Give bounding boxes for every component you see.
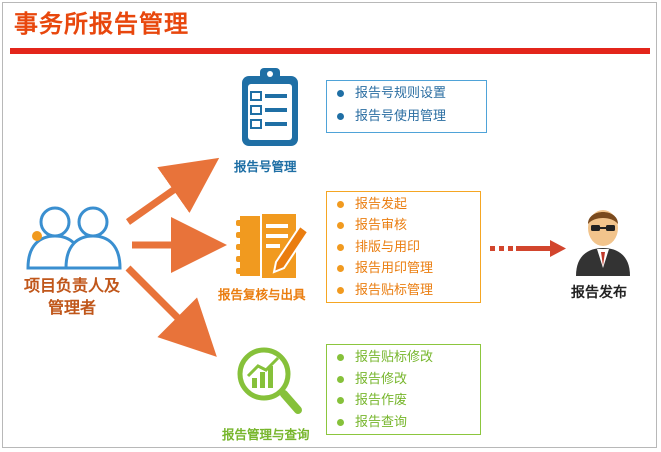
document-pencil-icon	[236, 214, 310, 278]
arrow-to-publish	[490, 240, 566, 257]
report-query-box: 报告贴标修改 报告修改 报告作废 报告查询	[326, 344, 481, 435]
list-item: 报告贴标修改	[327, 347, 480, 369]
publish-label: 报告发布	[571, 285, 627, 301]
actor-label-line2: 管理者	[47, 298, 96, 317]
arrow-to-report-number	[125, 157, 220, 225]
list-item: 报告号规则设置	[327, 83, 486, 104]
page-title: 事务所报告管理	[14, 10, 189, 38]
people-icon	[26, 206, 122, 270]
branch-label-report-query: 报告管理与查询	[222, 427, 310, 442]
list-item: 报告贴标管理	[327, 280, 480, 301]
actor-label: 项目负责人及 管理者	[12, 275, 132, 319]
businessman-icon	[576, 210, 630, 276]
title-divider	[10, 48, 650, 54]
branch-label-report-number: 报告号管理	[234, 159, 297, 174]
list-item: 排版与用印	[327, 237, 480, 258]
clipboard-checklist-icon	[242, 68, 298, 146]
list-item: 报告查询	[327, 412, 480, 434]
list-item: 报告审核	[327, 215, 480, 236]
list-item: 报告号使用管理	[327, 106, 486, 127]
list-item: 报告用印管理	[327, 258, 480, 279]
arrow-to-report-query	[125, 265, 217, 357]
list-item: 报告发起	[327, 194, 480, 215]
branch-label-report-review: 报告复核与出具	[218, 287, 306, 302]
actor-label-line1: 项目负责人及	[23, 276, 120, 295]
report-number-box: 报告号规则设置 报告号使用管理	[326, 80, 487, 133]
list-item: 报告作废	[327, 390, 480, 412]
report-review-box: 报告发起 报告审核 排版与用印 报告用印管理 报告贴标管理	[326, 191, 481, 303]
list-item: 报告修改	[327, 369, 480, 391]
chart-magnifier-icon	[237, 347, 302, 414]
